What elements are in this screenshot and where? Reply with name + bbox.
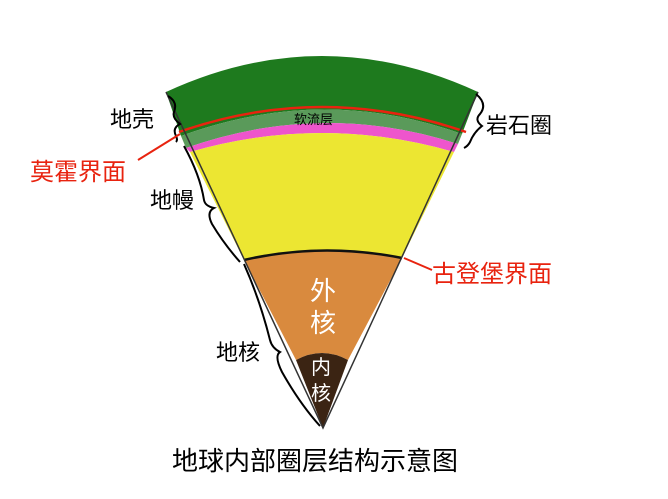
- core-label: 地核: [216, 341, 260, 366]
- lithosphere-brace-icon: [463, 93, 485, 149]
- wedge-outline: [165, 91, 479, 430]
- diagram-caption: 地球内部圈层结构示意图: [172, 447, 458, 477]
- outer-core-label-1: 外: [310, 277, 336, 307]
- asthenosphere-layer: [186, 122, 458, 152]
- inner-core-label-1: 内: [311, 355, 331, 379]
- moho-label: 莫霍界面: [30, 158, 126, 186]
- mantle-label: 地幔: [150, 189, 194, 214]
- inner-core-label-2: 核: [311, 381, 331, 405]
- core-brace-icon: [243, 263, 321, 427]
- lithosphere-label: 岩石圈: [486, 114, 552, 139]
- crust-layer: [166, 56, 478, 136]
- inner-core-layer: [296, 353, 348, 428]
- crust-brace-icon: [167, 95, 182, 143]
- outer-core-layer: [244, 250, 402, 360]
- moho-boundary-line: [178, 105, 467, 134]
- gutenberg-boundary-line: [243, 249, 403, 262]
- asthenosphere-label: 软流层: [294, 113, 333, 128]
- lithosphere-mantle-layer: [181, 109, 462, 148]
- gutenberg-label: 古登堡界面: [432, 260, 552, 288]
- outer-core-label-2: 核: [310, 309, 336, 339]
- moho-leader-line: [137, 133, 181, 161]
- crust-label: 地壳: [110, 108, 154, 133]
- gutenberg-leader-line: [403, 257, 433, 271]
- mantle-layer: [190, 133, 454, 260]
- mantle-brace-icon: [183, 145, 241, 263]
